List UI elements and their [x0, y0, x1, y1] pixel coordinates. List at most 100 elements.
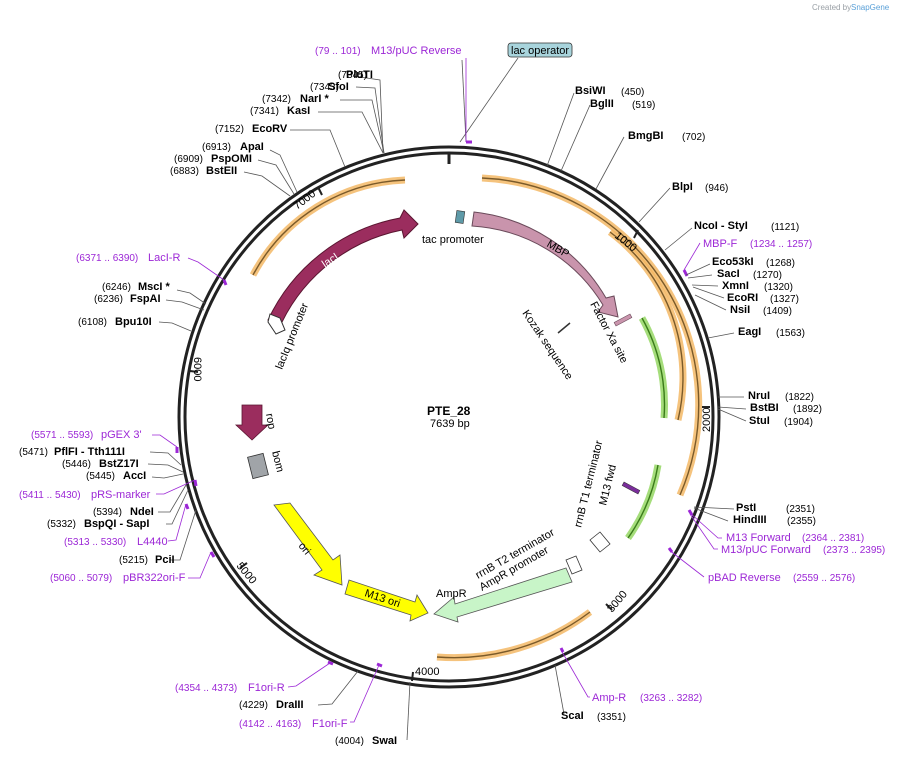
orf-arc-bottom-line — [436, 611, 591, 659]
site-name: XmnI — [722, 280, 749, 292]
orf-arc-green-1-line — [641, 317, 666, 419]
site-name: BstZ17I — [99, 458, 139, 470]
site-name: KasI — [287, 105, 310, 117]
site-pos: (1121) — [771, 222, 799, 233]
ori-arrow[interactable] — [273, 502, 343, 586]
orf-arc-green-2 — [625, 464, 662, 541]
site-pos: (5394) — [93, 507, 122, 518]
primer-pos: (2373 .. 2395) — [823, 545, 885, 556]
site-name: EagI — [738, 326, 761, 338]
site-pos: (6246) — [102, 282, 131, 293]
primer-pos: (4142 .. 4163) — [239, 719, 301, 730]
primer-name: M13 Forward — [726, 532, 791, 544]
ampr-promoter-arrow[interactable] — [565, 555, 583, 575]
orf-arc-mbp-inner-line — [609, 231, 684, 421]
plasmid-length: 7639 bp — [430, 418, 470, 430]
lac-operator-label: lac operator — [511, 45, 569, 57]
site-name: EcoRV — [252, 123, 288, 135]
m13-fwd-label: M13 fwd — [597, 463, 619, 506]
site-pos: (1270) — [753, 270, 782, 281]
primer-pos: (3263 .. 3282) — [640, 693, 702, 704]
kozak-label: Kozak sequence — [520, 308, 575, 382]
orf-arc-mbp-outer-line — [481, 177, 700, 496]
credit-prefix: Created by — [812, 3, 851, 12]
orf-arc-bottom — [436, 609, 593, 662]
primer-pos: (1234 .. 1257) — [750, 239, 812, 250]
primer-pos: (5313 .. 5330) — [64, 537, 126, 548]
tick-6000: 6000 — [191, 357, 203, 381]
site-name: NcoI - StyI — [694, 220, 748, 232]
site-name: Eco53kI — [712, 256, 754, 268]
kozak-mark[interactable] — [557, 322, 571, 334]
site-pos: (7345) — [338, 70, 367, 81]
tac-promoter-block[interactable] — [454, 210, 466, 224]
site-name: PflFI - Tth111I — [54, 446, 125, 458]
primer-name: M13/pUC Reverse — [371, 45, 461, 57]
site-pos: (5215) — [119, 555, 148, 566]
site-pos: (1409) — [763, 306, 792, 317]
backbone-outer-ring — [177, 145, 721, 689]
site-name: Bpu10I — [115, 316, 152, 328]
primer-pos: (79 .. 101) — [315, 46, 361, 57]
site-pos: (1327) — [770, 294, 799, 305]
primer-name: F1ori-F — [312, 718, 348, 730]
primer-pos: (2364 .. 2381) — [802, 533, 864, 544]
m13-ori-arrow[interactable] — [344, 579, 429, 622]
ampr-arrow[interactable] — [433, 567, 573, 623]
site-pos: (450) — [621, 87, 644, 98]
primer-pos: (5571 .. 5593) — [31, 430, 93, 441]
lac-operator-box[interactable] — [507, 42, 573, 58]
primer-pos: (2559 .. 2576) — [793, 573, 855, 584]
primer-name: MBP-F — [703, 238, 738, 250]
site-name: PspOMI — [211, 153, 252, 165]
site-pos: (1268) — [766, 258, 795, 269]
ampr-label: AmpR — [436, 588, 467, 600]
site-name: NsiI — [730, 304, 750, 316]
rrnb-t1-label: rrnB T1 terminator — [572, 439, 605, 529]
rrnb-t1-arrow[interactable] — [589, 531, 611, 553]
rop-label: rop — [263, 412, 278, 430]
tick-4000: 4000 — [415, 666, 439, 678]
site-pos: (1904) — [784, 417, 813, 428]
site-name: BlpI — [672, 181, 693, 193]
site-pos: (702) — [682, 132, 705, 143]
m13-fwd-block[interactable] — [621, 481, 641, 495]
site-name: HindIII — [733, 514, 767, 526]
site-name: BstEII — [206, 165, 237, 177]
site-pos: (2351) — [786, 504, 815, 515]
laci-arrow[interactable] — [267, 209, 419, 323]
site-pos: (6236) — [94, 294, 123, 305]
site-name: PluTI — [346, 69, 373, 81]
site-pos: (1822) — [785, 392, 814, 403]
site-name: ApaI — [240, 141, 264, 153]
site-pos: (5446) — [62, 459, 91, 470]
site-name: ScaI — [561, 710, 584, 722]
credit-brand: SnapGene — [851, 3, 890, 12]
site-pos: (5445) — [86, 471, 115, 482]
laciq-promoter-arrow[interactable] — [267, 313, 286, 335]
site-name: SacI — [717, 268, 740, 280]
site-pos: (5471) — [19, 447, 48, 458]
site-name: NarI * — [300, 93, 329, 105]
site-name: AccI — [123, 470, 146, 482]
bom-label: bom — [269, 450, 286, 474]
rop-arrow[interactable] — [234, 404, 270, 441]
site-name: EcoRI — [727, 292, 758, 304]
site-pos: (5332) — [47, 519, 76, 530]
site-name: BstBI — [750, 402, 779, 414]
site-pos: (946) — [705, 183, 728, 194]
primer-pos: (6371 .. 6390) — [76, 253, 138, 264]
site-name: DraIII — [276, 699, 304, 711]
site-pos: (1320) — [764, 282, 793, 293]
site-pos: (6108) — [78, 317, 107, 328]
site-pos: (7152) — [215, 124, 244, 135]
site-pos: (6913) — [202, 142, 231, 153]
primer-name: M13/pUC Forward — [721, 544, 811, 556]
factor-xa-block[interactable] — [613, 313, 633, 327]
site-pos: (519) — [632, 100, 655, 111]
bom-block[interactable] — [247, 452, 269, 480]
site-name: FspAI — [130, 293, 161, 305]
site-name: StuI — [749, 415, 770, 427]
site-pos: (6909) — [174, 154, 203, 165]
mbp-arrow[interactable] — [471, 211, 619, 318]
